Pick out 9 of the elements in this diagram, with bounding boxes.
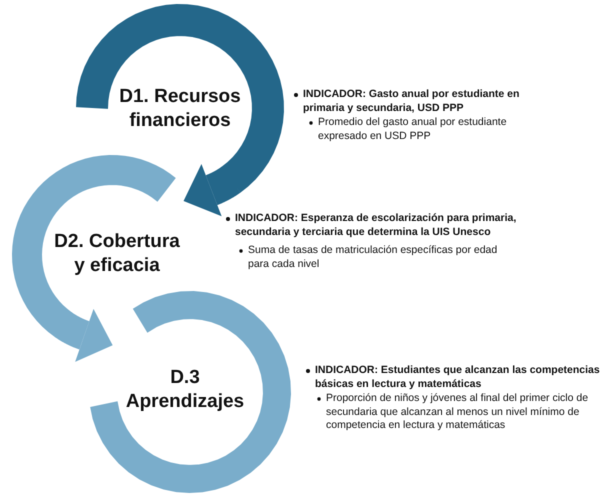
stage-title: D.3 Aprendizajes (124, 366, 246, 414)
indicator-text: INDICADOR: Estudiantes que alcanzan las competencias básicas en lectura y matemáticas (315, 364, 601, 392)
description-text: Promedio del gasto anual por estudiante expresado en USD PPP (318, 116, 508, 144)
stage-title: D1. Recursos financieros (118, 85, 242, 132)
indicator-text: INDICADOR: Gasto anual por estudiante en primaria y secundaria, USD PPP (303, 88, 520, 116)
stage-title: D2. Cobertura y eficacia (53, 230, 181, 278)
description-text: Suma de tasas de matriculación específicas por edad para cada nivel (248, 244, 498, 272)
description-text: Proporción de niños y jóvenes al final del primer ciclo de secundaria que alcanzan al menos un nivel mínimo de competencia en lectura y matemáticas (326, 392, 590, 433)
indicator-text: INDICADOR: Esperanza de escolarización para primaria, secundaria y terciaria que determina la UIS Unesco (235, 212, 518, 240)
